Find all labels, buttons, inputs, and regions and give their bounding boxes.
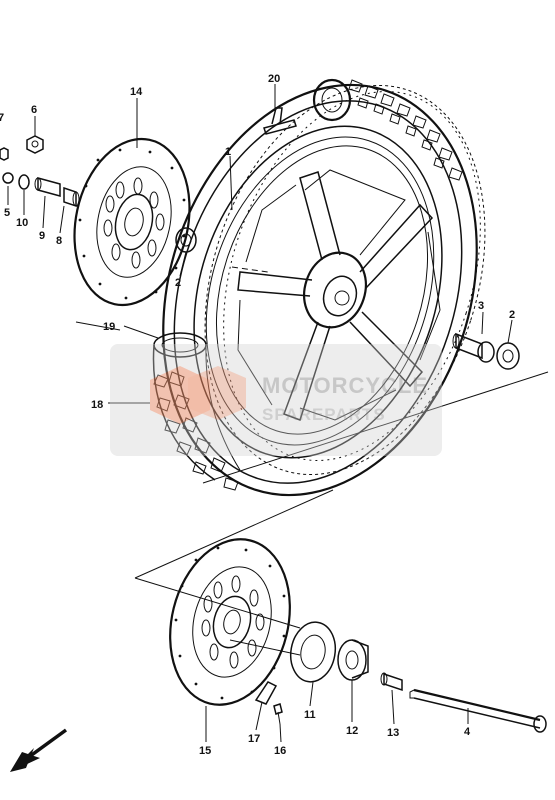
callout-1: 1 (225, 146, 231, 158)
valve-part (263, 107, 297, 135)
callout-2-right: 2 (509, 309, 515, 321)
callout-14: 14 (130, 86, 143, 98)
callout-5: 5 (4, 207, 10, 219)
axle-parts-lower (254, 621, 547, 733)
callout-13: 13 (387, 727, 399, 739)
assembly-guide-lines (75, 266, 549, 656)
callout-9: 9 (39, 230, 45, 242)
wheel-assembly (162, 78, 486, 497)
callout-8: 8 (56, 235, 62, 247)
callout-3: 3 (478, 300, 484, 312)
callout-4: 4 (464, 726, 471, 738)
front-arrow-icon (10, 728, 68, 772)
tyre-tread-section (152, 332, 241, 491)
callout-16: 16 (274, 745, 286, 757)
callout-6: 6 (31, 104, 37, 116)
callout-20: 20 (268, 73, 280, 85)
brake-disc-lower (169, 538, 291, 706)
tyre-tread-top (348, 79, 463, 181)
callout-18: 18 (91, 399, 103, 411)
callout-labels: 1 2 2 3 4 5 6 7 8 9 10 11 12 13 14 15 16… (0, 73, 515, 757)
callout-12: 12 (346, 725, 358, 737)
watermark: MOTORCYCLE SPAREPARTS (110, 344, 442, 456)
callout-15: 15 (199, 745, 211, 757)
callout-2-disc: 2 (175, 277, 181, 289)
watermark-logo-icon (150, 366, 246, 424)
callout-7: 7 (0, 112, 4, 124)
callout-10: 10 (16, 217, 28, 229)
callout-11: 11 (304, 709, 316, 721)
leader-lines (7, 84, 513, 743)
watermark-line1: MOTORCYCLE (262, 373, 428, 398)
callout-17: 17 (248, 733, 260, 745)
brake-disc-upper (73, 137, 191, 307)
axle-spacers-upper (0, 135, 197, 253)
callout-19: 19 (103, 321, 115, 333)
watermark-line2: SPAREPARTS (262, 405, 386, 424)
